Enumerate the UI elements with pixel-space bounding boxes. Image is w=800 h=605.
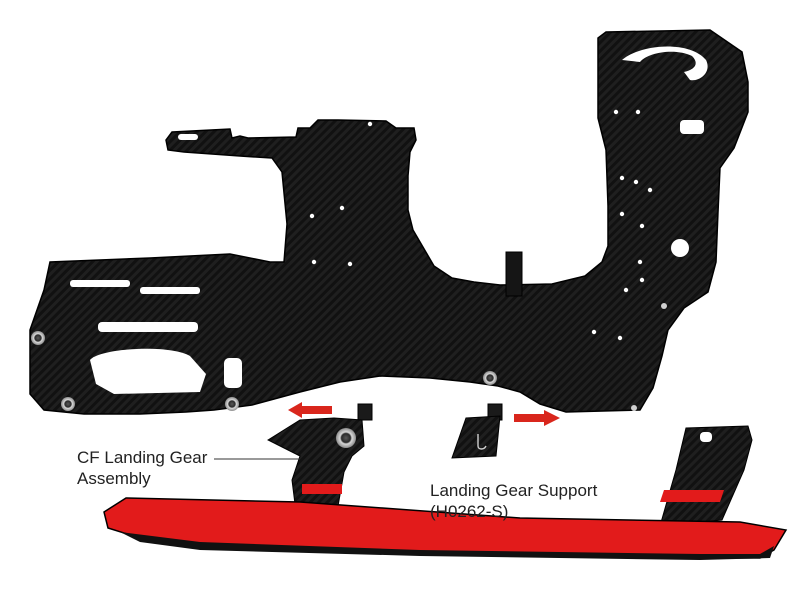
arrow-right-icon [514,410,560,426]
callout-gear-line2: Assembly [77,469,151,488]
callout-support-line2: (H0262-S) [430,502,509,521]
main-frame-plate [29,29,749,415]
callout-gear-line1: CF Landing Gear [77,448,208,467]
callout-landing-gear-assembly: CF Landing Gear Assembly [77,447,207,489]
logo-swoosh-icon [622,46,708,81]
frame-tab [505,251,523,297]
callout-support-line1: Landing Gear Support [430,481,598,500]
landing-gear-support-part [451,403,503,459]
cf-landing-gear-assembly [103,403,788,560]
frame-bolts [31,303,667,411]
callout-landing-gear-support: Landing Gear Support (H0262-S) [430,480,597,522]
arrow-left-icon [288,402,332,418]
